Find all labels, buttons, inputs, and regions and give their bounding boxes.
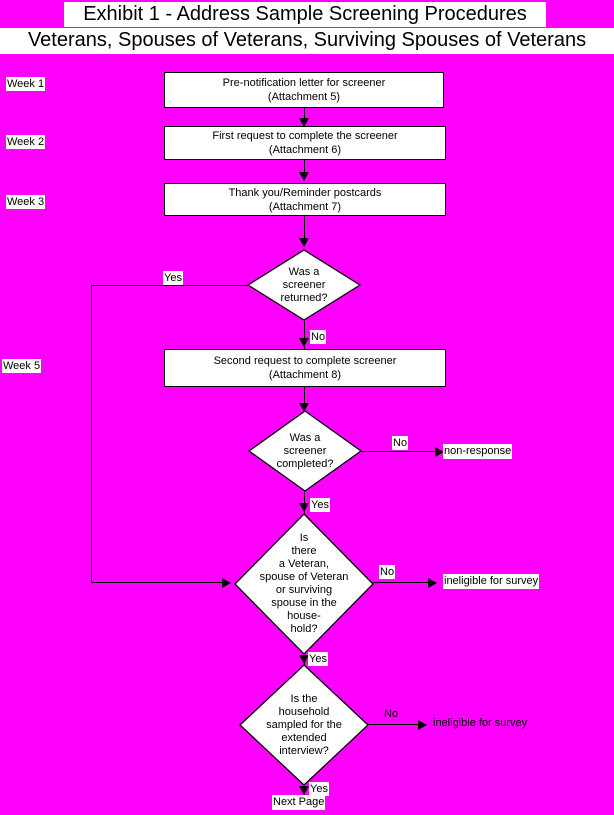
connector-yes-screener-returned-vertical [91,285,92,582]
edge-label-no-screener-returned: No [310,330,327,344]
arrowhead-to-first-request [299,118,309,127]
edge-label-no-screener-completed: No [392,436,409,450]
diamond-outline [248,410,362,492]
arrowhead-to-screener-completed [299,403,309,412]
week-label-1: Week 1 [6,77,46,91]
arrowhead-yes-to-veteran-decision [222,578,231,588]
week-label-3: Week 3 [6,195,46,209]
process-box-line2: (Attachment 6) [268,144,342,156]
arrowhead-to-ineligible-2 [418,720,427,730]
arrowhead-to-ineligible-1 [428,578,437,588]
week-label-5: Week 5 [2,359,42,373]
connector-no-extended-interview [368,724,424,725]
decision-veteran-in-household: Is there a Veteran, spouse of Veteran or… [234,513,374,655]
arrowhead-to-next-page [299,786,309,795]
page-subtitle: Veterans, Spouses of Veterans, Surviving… [0,28,614,54]
edge-label-yes-veteran-in-household: Yes [308,652,328,666]
edge-label-yes-extended-interview: Yes [309,782,329,796]
connector-first-request-to-thank-you [304,160,305,176]
connector-no-screener-completed [362,451,441,452]
process-box-second-request: Second request to complete screener (Att… [164,349,446,387]
week-label-2: Week 2 [6,135,46,149]
arrowhead-to-veteran-decision [299,503,309,512]
connector-yes-screener-returned-horizontal [91,285,248,286]
edge-label-no-veteran-in-household: No [379,565,396,579]
process-box-line1: Pre-notification letter for screener [222,77,386,89]
process-box-line1: First request to complete the screener [212,130,398,142]
connector-no-screener-returned [304,321,305,349]
arrowhead-to-screener-returned [299,238,309,247]
diamond-outline [234,513,374,655]
terminal-ineligible-for-survey-1: ineligible for survey [443,574,540,589]
arrowhead-to-extended-interview-decision [299,655,309,664]
arrowhead-to-non-response [435,447,444,457]
decision-screener-returned: Was a screener returned? [247,249,361,321]
process-box-line2: (Attachment 7) [268,200,342,213]
page-title: Exhibit 1 - Address Sample Screening Pro… [64,2,546,27]
arrowhead-to-thank-you [299,172,309,181]
edge-label-no-extended-interview: No [384,708,399,720]
terminal-non-response: non-response [443,444,513,459]
arrowhead-to-second-request [299,338,309,347]
process-box-line2: (Attachment 5) [267,91,341,103]
decision-screener-completed: Was a screener completed? [248,410,362,492]
process-box-thank-you-reminder: Thank you/Reminder postcards (Attachment… [164,183,446,216]
connector-no-veteran-in-household [373,582,436,583]
process-box-line2: (Attachment 8) [268,369,342,381]
terminal-ineligible-for-survey-2: ineligible for survey [433,717,528,729]
diamond-outline [239,664,369,786]
connector-thank-you-to-screener-returned [304,216,305,246]
edge-label-yes-screener-completed: Yes [310,498,330,512]
terminal-next-page[interactable]: Next Page [272,795,326,810]
edge-label-yes-screener-returned: Yes [163,271,183,285]
diamond-outline [247,249,361,321]
connector-prenotification-to-first-request [304,108,305,122]
process-box-pre-notification-letter: Pre-notification letter for screener (At… [164,72,444,108]
process-box-line1: Second request to complete screener [213,355,397,367]
process-box-line1: Thank you/Reminder postcards [228,186,382,199]
decision-extended-interview-sampled: Is the household sampled for the extende… [239,664,369,786]
process-box-first-request: First request to complete the screener (… [164,126,446,160]
connector-yes-screener-returned-to-veteran [91,582,228,583]
connector-second-request-to-screener-completed [304,387,305,413]
